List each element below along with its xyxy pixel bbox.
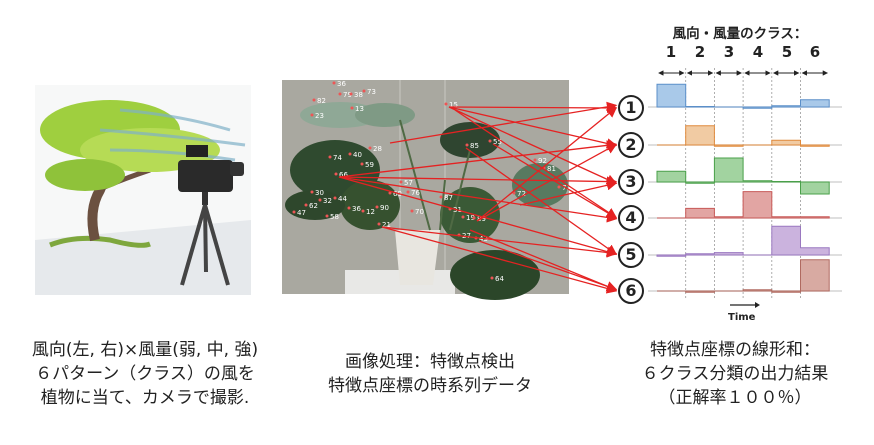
time-label: Time <box>728 312 755 323</box>
feature-point-label: 90 <box>380 204 389 212</box>
feature-point-marker <box>350 93 353 96</box>
caption-line: 風向(左, 右)×風量(弱, 中, 強) <box>20 338 270 362</box>
feature-point-marker <box>369 147 372 150</box>
feature-point-marker <box>311 191 314 194</box>
feature-point-marker <box>378 223 381 226</box>
feature-point-marker <box>361 163 364 166</box>
feature-point-marker <box>333 82 336 85</box>
feature-point-marker <box>313 99 316 102</box>
feature-point-marker <box>348 207 351 210</box>
output-circle: 5 <box>618 242 644 268</box>
feature-point-label: 57 <box>404 179 413 187</box>
feature-point-label: 13 <box>355 105 364 113</box>
feature-point-label: 64 <box>495 275 504 283</box>
feature-point-marker <box>534 159 537 162</box>
feature-point-label: 73 <box>367 88 376 96</box>
class-number: 4 <box>748 43 768 61</box>
feature-point-marker <box>319 199 322 202</box>
feature-point-marker <box>363 90 366 93</box>
feature-point-marker <box>326 215 329 218</box>
class-title: 風向・風量のクラス： <box>640 22 840 42</box>
feature-point-marker <box>462 216 465 219</box>
right-caption: 特徴点座標の線形和： ６クラス分類の出力結果 （正解率１００％） <box>610 338 860 410</box>
feature-point-label: 44 <box>338 195 347 203</box>
output-circle: 1 <box>618 95 644 121</box>
feature-point-marker <box>489 140 492 143</box>
feature-point-label: 87 <box>444 194 453 202</box>
feature-point-marker <box>335 173 338 176</box>
feature-point-marker <box>305 204 308 207</box>
caption-line: 画像処理：特徴点検出 <box>305 350 555 374</box>
class-number: 1 <box>661 43 681 61</box>
feature-point-label: 74 <box>333 154 342 162</box>
feature-point-marker <box>466 144 469 147</box>
feature-point-label: 76 <box>411 189 420 197</box>
feature-point-label: 62 <box>309 202 318 210</box>
caption-line: 特徴点座標の線形和： <box>610 338 860 362</box>
feature-point-marker <box>349 153 352 156</box>
time-arrow <box>730 302 760 308</box>
middle-caption: 画像処理：特徴点検出 特徴点座標の時系列データ <box>305 350 555 398</box>
left-caption: 風向(左, 右)×風量(弱, 中, 強) ６パターン（クラス）の風を 植物に当て… <box>20 338 270 410</box>
class-number: 5 <box>777 43 797 61</box>
feature-point-label: 38 <box>354 91 363 99</box>
feature-point-label: 36 <box>352 205 361 213</box>
output-circle: 2 <box>618 132 644 158</box>
feature-point-label: 32 <box>323 197 332 205</box>
feature-point-label: 47 <box>297 209 306 217</box>
feature-point-marker <box>445 103 448 106</box>
feature-point-label: 70 <box>415 208 424 216</box>
feature-point-label: 12 <box>366 208 375 216</box>
output-circle: 4 <box>618 205 644 231</box>
output-plots <box>648 68 842 300</box>
feature-point-marker <box>411 210 414 213</box>
feature-point-marker <box>558 186 561 189</box>
feature-point-marker <box>376 206 379 209</box>
feature-point-marker <box>334 197 337 200</box>
caption-line: 植物に当て、カメラで撮影. <box>20 386 270 410</box>
feature-point-marker <box>293 211 296 214</box>
feature-point-marker <box>311 114 314 117</box>
output-circle: 6 <box>618 278 644 304</box>
class-number: 6 <box>805 43 825 61</box>
feature-point-label: 85 <box>470 142 479 150</box>
feature-point-label: 58 <box>330 213 339 221</box>
caption-line: 特徴点座標の時系列データ <box>305 374 555 398</box>
feature-point-marker <box>351 107 354 110</box>
feature-point-marker <box>440 196 443 199</box>
feature-point-marker <box>491 277 494 280</box>
output-area-4 <box>657 192 829 218</box>
caption-line: （正解率１００％） <box>610 386 860 410</box>
feature-point-label: 92 <box>538 157 547 165</box>
feature-point-marker <box>407 191 410 194</box>
class-number: 2 <box>690 43 710 61</box>
feature-point-label: 30 <box>315 189 324 197</box>
feature-point-marker <box>400 181 403 184</box>
feature-point-label: 23 <box>315 112 324 120</box>
class-number: 3 <box>719 43 739 61</box>
feature-point-label: 40 <box>353 151 362 159</box>
feature-point-label: 59 <box>365 161 374 169</box>
feature-point-marker <box>339 93 342 96</box>
feature-point-label: 36 <box>337 80 346 88</box>
output-circle: 3 <box>618 169 644 195</box>
feature-point-label: 28 <box>373 145 382 153</box>
caption-line: ６クラス分類の出力結果 <box>610 362 860 386</box>
caption-line: ６パターン（クラス）の風を <box>20 362 270 386</box>
feature-point-label: 82 <box>317 97 326 105</box>
feature-point-marker <box>329 156 332 159</box>
feature-point-marker <box>362 210 365 213</box>
feature-point-marker <box>473 217 476 220</box>
